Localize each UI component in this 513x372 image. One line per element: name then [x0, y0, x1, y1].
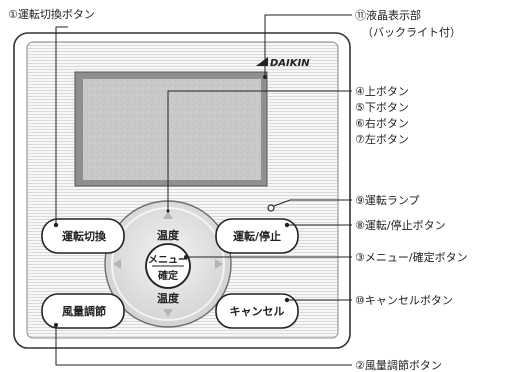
fan-speed-label: 風量調節: [62, 304, 106, 318]
cancel-label: キャンセル: [230, 305, 285, 318]
svg-text:DAIKIN: DAIKIN: [270, 58, 310, 69]
callout-left: ⑦左ボタン: [355, 133, 409, 146]
callout-mode-change: ①運転切換ボタン: [8, 8, 95, 21]
on-off-label: 運転/停止: [233, 229, 281, 243]
temp-up-label: 温度: [157, 228, 180, 242]
confirm-label: 確定: [158, 269, 178, 282]
leader-dots: [54, 75, 267, 327]
callout-fan-speed: ②風量調節ボタン: [355, 358, 442, 372]
cancel-button[interactable]: キャンセル: [215, 293, 299, 329]
left-arrow-icon[interactable]: [113, 259, 121, 269]
lcd-display: [83, 79, 261, 180]
mode-change-label: 運転切換: [62, 229, 107, 243]
temp-down-label: 温度: [157, 291, 180, 305]
callout-right: ⑥右ボタン: [355, 116, 409, 130]
mode-change-button[interactable]: 運転切換: [41, 218, 125, 254]
fan-speed-button[interactable]: 風量調節: [41, 293, 125, 329]
callout-on-off: ⑧運転/停止ボタン: [355, 218, 446, 232]
leader-lines: [55, 14, 352, 366]
callout-up: ④上ボタン: [355, 85, 409, 98]
right-arrow-icon[interactable]: [215, 259, 223, 269]
callout-menu-confirm: ③メニュー/確定ボタン: [355, 250, 468, 264]
callout-cancel: ⑩キャンセルボタン: [355, 294, 453, 307]
menu-label: メニュー: [148, 254, 188, 266]
on-off-button[interactable]: 運転/停止: [215, 218, 299, 254]
callout-down: ⑤下ボタン: [355, 101, 409, 114]
callout-lcd-backlight: （バックライト付）: [362, 26, 461, 39]
callout-lcd-title: ⑪液晶表示部: [355, 8, 421, 22]
operation-lamp: [267, 204, 275, 212]
up-arrow-icon[interactable]: [163, 211, 173, 219]
callout-lamp: ⑨運転ランプ: [355, 194, 420, 207]
down-arrow-icon[interactable]: [163, 309, 173, 317]
